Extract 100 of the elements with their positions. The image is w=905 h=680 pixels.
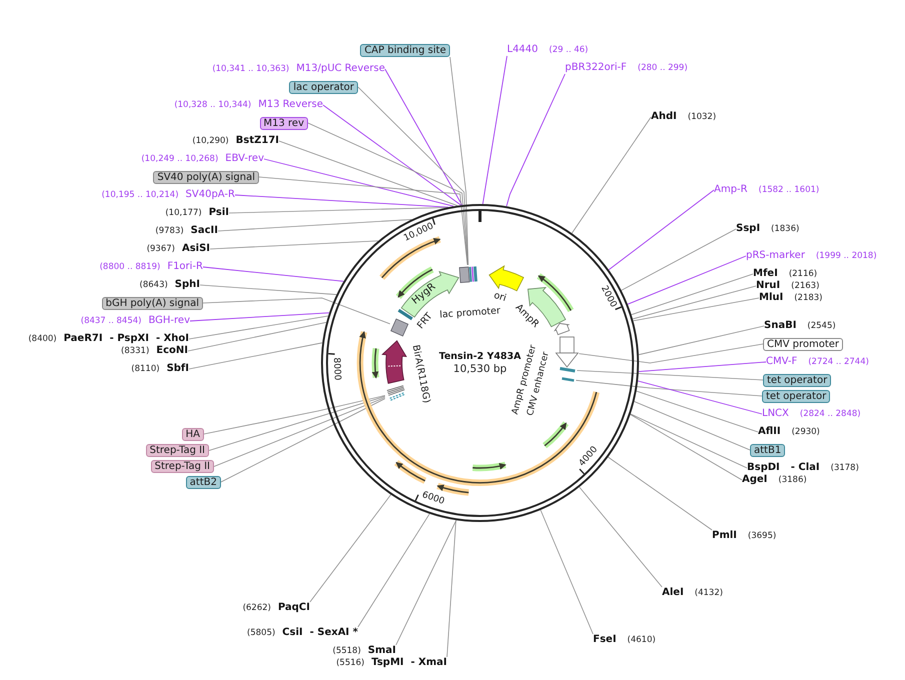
leader-line (396, 520, 457, 646)
operator-bar (558, 367, 577, 373)
primer-name: EBV-rev (225, 153, 264, 165)
enzyme-name: EcoNI (156, 345, 188, 357)
feature-label: M13 rev (260, 116, 308, 130)
promoter-block (555, 336, 579, 368)
enzyme-name: SspI (736, 223, 760, 235)
primer-name: SV40pA-R (186, 189, 235, 201)
enzyme-name: CsiI (282, 627, 303, 639)
enzyme-name: - ClaI (790, 462, 820, 474)
leader-line (208, 396, 386, 451)
primer-name: M13/pUC Reverse (296, 63, 385, 75)
enzyme-name: FseI (593, 634, 616, 646)
tick-label: 6000 (420, 490, 446, 508)
origin-block (488, 264, 525, 292)
leader-line (576, 370, 764, 380)
primer-range: (10,249 .. 10,268) (141, 153, 218, 165)
enzyme-name: SnaBI (764, 320, 796, 332)
leader-line (634, 401, 750, 450)
enzyme-name: MluI (759, 292, 784, 304)
leader-line (310, 494, 392, 602)
feature-label: attB2 (186, 476, 221, 488)
leader-line (638, 326, 764, 356)
leader-line (188, 316, 328, 340)
enzyme-name: TspMI (371, 657, 404, 669)
primer-name: BGH-rev (148, 315, 190, 327)
feature-label: Strep-Tag II (146, 444, 209, 457)
leader-line (632, 298, 760, 322)
enzyme-name: - XhoI (156, 333, 189, 345)
plasmid-length: 10,530 bp (453, 363, 507, 375)
site-position: (9783) (155, 225, 184, 237)
site-position: (5805) (247, 627, 276, 639)
enzyme-name: PsiI (208, 207, 229, 219)
primer-range: (10,195 .. 10,214) (102, 189, 179, 201)
leader-line (234, 194, 449, 208)
primer-name: L4440 (507, 44, 538, 56)
site-position: (3695) (748, 530, 776, 542)
enzyme-name: AleI (662, 587, 684, 599)
leader-line (188, 342, 323, 370)
leader-line (630, 414, 742, 480)
enzyme-name: BstZ17I (236, 135, 279, 147)
leader-line (264, 158, 454, 207)
enzyme-name: AflII (758, 426, 781, 438)
primer-range: (10,328 .. 10,344) (174, 99, 252, 111)
leader-line (200, 284, 337, 295)
enzyme-name: NruI (756, 280, 780, 292)
tick-label: 8000 (330, 357, 342, 381)
site-position: (1032) (688, 111, 716, 123)
site-position: (8110) (131, 363, 160, 375)
enzyme-name: SmaI (368, 645, 396, 657)
site-position: (8643) (140, 279, 168, 291)
leader-line (190, 312, 330, 322)
leader-line (278, 140, 458, 206)
site-position: (8331) (121, 345, 150, 357)
leader-line (482, 56, 508, 204)
primer-range: (29 .. 46) (549, 44, 588, 56)
leader-line (384, 68, 462, 206)
leader-line (638, 362, 766, 372)
site-position: (2930) (792, 426, 820, 438)
leader-line (608, 456, 712, 530)
primer-range: (1582 .. 1601) (758, 184, 820, 196)
leader-line (540, 510, 594, 634)
enzyme-name: BspDI (747, 462, 780, 474)
feature-name: ori (492, 290, 508, 304)
site-position: (5518) (332, 645, 361, 657)
primer-range: (280 .. 299) (638, 62, 688, 74)
feature-label: SV40 poly(A) signal (153, 170, 259, 184)
leader-line (608, 190, 714, 270)
primer-range: (2724 .. 2744) (808, 356, 869, 368)
leader-line (631, 274, 754, 316)
leader-line (322, 104, 462, 206)
enzyme-name: SacII (190, 225, 218, 237)
leader-line (358, 513, 430, 628)
leader-line (228, 207, 448, 214)
leader-line (204, 395, 386, 434)
leader-line (188, 322, 327, 352)
feature-label: CAP binding site (360, 44, 450, 57)
feature-label: tet operator (763, 374, 832, 386)
primer-range: (2824 .. 2848) (800, 408, 861, 420)
leader-line (210, 240, 379, 250)
enzyme-name: MfeI (753, 268, 778, 280)
site-position: (4610) (627, 634, 656, 646)
primer-range: (10,341 .. 10,363) (212, 63, 290, 75)
primer-name: pBR322ori-F (565, 62, 627, 74)
leader-line (576, 380, 762, 396)
gene-block (381, 339, 408, 385)
feature-label: bGH poly(A) signal (102, 296, 203, 310)
leader-line (630, 414, 748, 468)
leader-line (258, 176, 468, 266)
enzyme-name: AgeI (742, 474, 768, 486)
feature-label: tet operator (762, 390, 830, 402)
leader-line (578, 344, 764, 364)
leader-line (450, 56, 469, 266)
site-position: (3178) (830, 462, 859, 474)
leader-line (627, 256, 746, 305)
primer-range: (8437 .. 8454) (80, 315, 142, 327)
leader-line (506, 74, 566, 207)
feature-name: lac promoter (439, 305, 501, 321)
operator-bar (560, 377, 576, 382)
primer-range: (8800 .. 8819) (100, 261, 160, 273)
